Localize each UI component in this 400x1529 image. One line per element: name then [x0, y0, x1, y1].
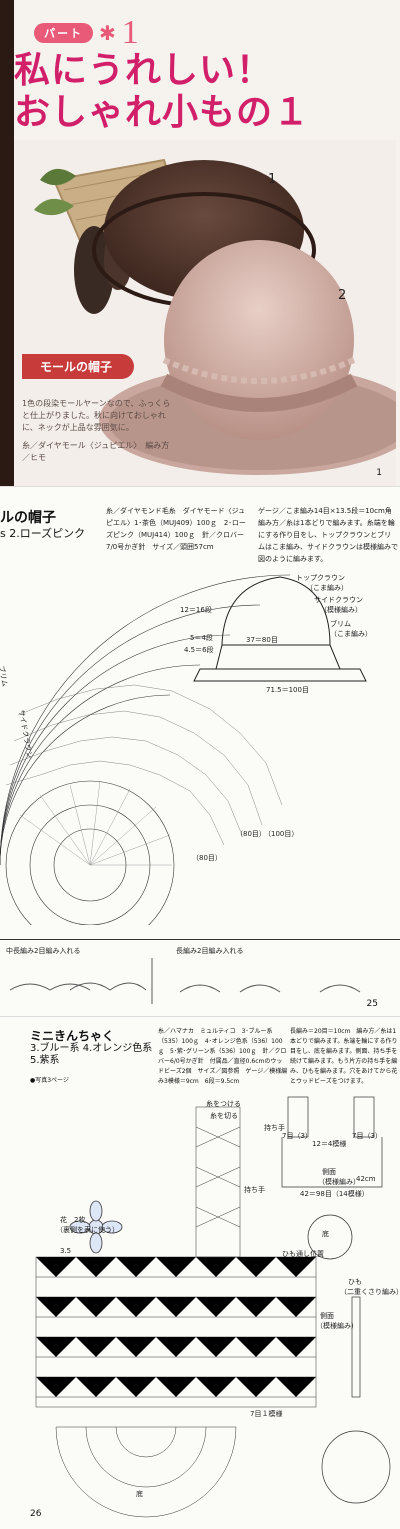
label-count-80b: （80目）: [192, 854, 222, 862]
materials-spec: 糸／ダイヤモンド毛糸 ダイヤモード〈ジュピエル〉1･茶色（MUJ409）100ｇ…: [106, 507, 246, 551]
magazine-cover-page: パート ✱ 1 私にうれしい！ おしゃれ小もの１: [0, 0, 400, 486]
materials-spec: 糸／ハマナカ ミュルティコ 3･ブルー系（535）100ｇ 4･オレンジ色系（5…: [158, 1028, 288, 1085]
label-string-position: ひも通し位置: [282, 1250, 324, 1258]
label-handle: 持ち手: [244, 1186, 265, 1194]
label-stitch-100: 71.5＝100目: [266, 686, 309, 694]
label-35: 3.5: [60, 1247, 72, 1255]
page-number: 25: [366, 999, 378, 1009]
gauge-spec: ゲージ／こま編み14目×13.5段＝10cm角 編み方／糸は1本どりで編みます。…: [258, 507, 399, 563]
description-text: 1色の段染モールヤーンなので、ふっくらと仕上がりました。秋に向けておしゃれに、ネ…: [22, 399, 171, 432]
description: 1色の段染モールヤーンなので、ふっくらと仕上がりました。秋に向けておしゃれに、ネ…: [22, 398, 172, 464]
gauge-spec: 長編み＝20目＝10cm 編み方／糸は1本どりで編みます。糸端を輪にする作り目を…: [290, 1028, 398, 1085]
label-rows-12: 12＝16段: [180, 606, 212, 614]
legend-half-double: 中長編み2目編み入れる: [6, 947, 81, 955]
label-side-sub: （模様編み）: [318, 1178, 360, 1186]
label-42cm: 42cm: [356, 1175, 376, 1183]
part-header: パート ✱ 1: [34, 14, 139, 52]
label-rows-45: 4.5＝6段: [184, 646, 214, 654]
hat-1-label: 1: [268, 172, 277, 187]
label-bottom-center: 底: [136, 1490, 143, 1498]
crochet-chart: [0, 574, 367, 925]
subtitle-line-1: 3.ブルー系 4.オレンジ色系: [30, 1043, 153, 1054]
label-count-100: （100目）: [264, 830, 299, 838]
label-side-crown-sub: （模様編み）: [320, 606, 362, 614]
label-rows-5: 5＝4段: [190, 634, 213, 642]
label-pattern-repeat: 7目１模様: [250, 1410, 283, 1418]
label-string: ひも: [348, 1278, 362, 1286]
label-cut-thread: 糸を切る: [210, 1112, 238, 1120]
stitch-illustrations: [9, 958, 361, 1004]
label-top-crown-sub: （こま編み）: [306, 584, 348, 592]
part-label: パート: [34, 23, 93, 43]
crochet-chart: [35, 1096, 391, 1518]
stitch-legend: 中長編み2目編み入れる 長編み2目編み入れる: [0, 939, 400, 1004]
label-flower-sub: （裏側を表に使う）: [56, 1226, 119, 1234]
part-number: 1: [121, 14, 139, 51]
label-brim: ブリム: [330, 620, 351, 628]
page-number: 1: [376, 468, 382, 478]
label-stitch-80: 37＝80目: [246, 636, 278, 644]
pattern-subtitle: s 2.ローズピンク: [0, 527, 86, 540]
spine-edge: [0, 0, 14, 486]
label-attach-thread: 糸をつける: [206, 1100, 241, 1108]
title-line-2: おしゃれ小もの１: [14, 92, 311, 133]
label-size-12: 12＝4模様: [312, 1140, 347, 1148]
label-7a: 7目（3）: [282, 1132, 312, 1140]
pattern-title: ミニきんちゃく: [30, 1029, 115, 1043]
description-materials: 糸／ダイヤモール〈ジュピエル〉 編み方／ヒモ: [22, 441, 170, 462]
pattern-title: ルの帽子: [0, 510, 56, 526]
label-flower: 花 2枚: [60, 1216, 86, 1224]
hat-2-label: 2: [338, 288, 347, 303]
page-title: 私にうれしい！ おしゃれ小もの１: [14, 50, 394, 134]
subtitle-line-2: 5.紫系: [30, 1055, 60, 1066]
title-line-1: 私にうれしい！: [14, 50, 274, 91]
label-side-2-sub: （模様編み）: [316, 1322, 358, 1330]
pattern-subtitle: 3.ブルー系 4.オレンジ色系 5.紫系: [30, 1043, 152, 1067]
page-number: 26: [30, 1509, 42, 1519]
label-count-80a: （80目）: [236, 830, 266, 838]
pattern-page-pouch: ミニきんちゃく 3.ブルー系 4.オレンジ色系 5.紫系 ●写真3ページ 糸／ハ…: [0, 1016, 400, 1529]
label-top-crown: トップクラウン: [296, 574, 345, 582]
label-side-crown: サイドクラウン: [314, 596, 363, 604]
section-tag: モールの帽子: [22, 354, 135, 379]
hats-photo: [14, 140, 396, 486]
label-handle-right: 持ち手: [264, 1124, 285, 1132]
label-string-sub: （二重くさり編み）: [340, 1288, 400, 1296]
label-bottom: 底: [322, 1230, 329, 1238]
label-brim-sub: （こま編み）: [330, 630, 372, 638]
label-7b: 7目（3）: [352, 1132, 382, 1140]
star-icon: ✱: [99, 21, 116, 45]
label-side-2: 側面: [320, 1312, 334, 1320]
label-side: 側面: [322, 1168, 336, 1176]
label-size-42: 42＝98目（14模様）: [300, 1190, 369, 1198]
legend-double: 長編み2目編み入れる: [176, 947, 244, 955]
photo-reference: ●写真3ページ: [30, 1077, 69, 1084]
pattern-page-hat: ルの帽子 s 2.ローズピンク 糸／ダイヤモンド毛糸 ダイヤモード〈ジュピエル〉…: [0, 486, 400, 1017]
